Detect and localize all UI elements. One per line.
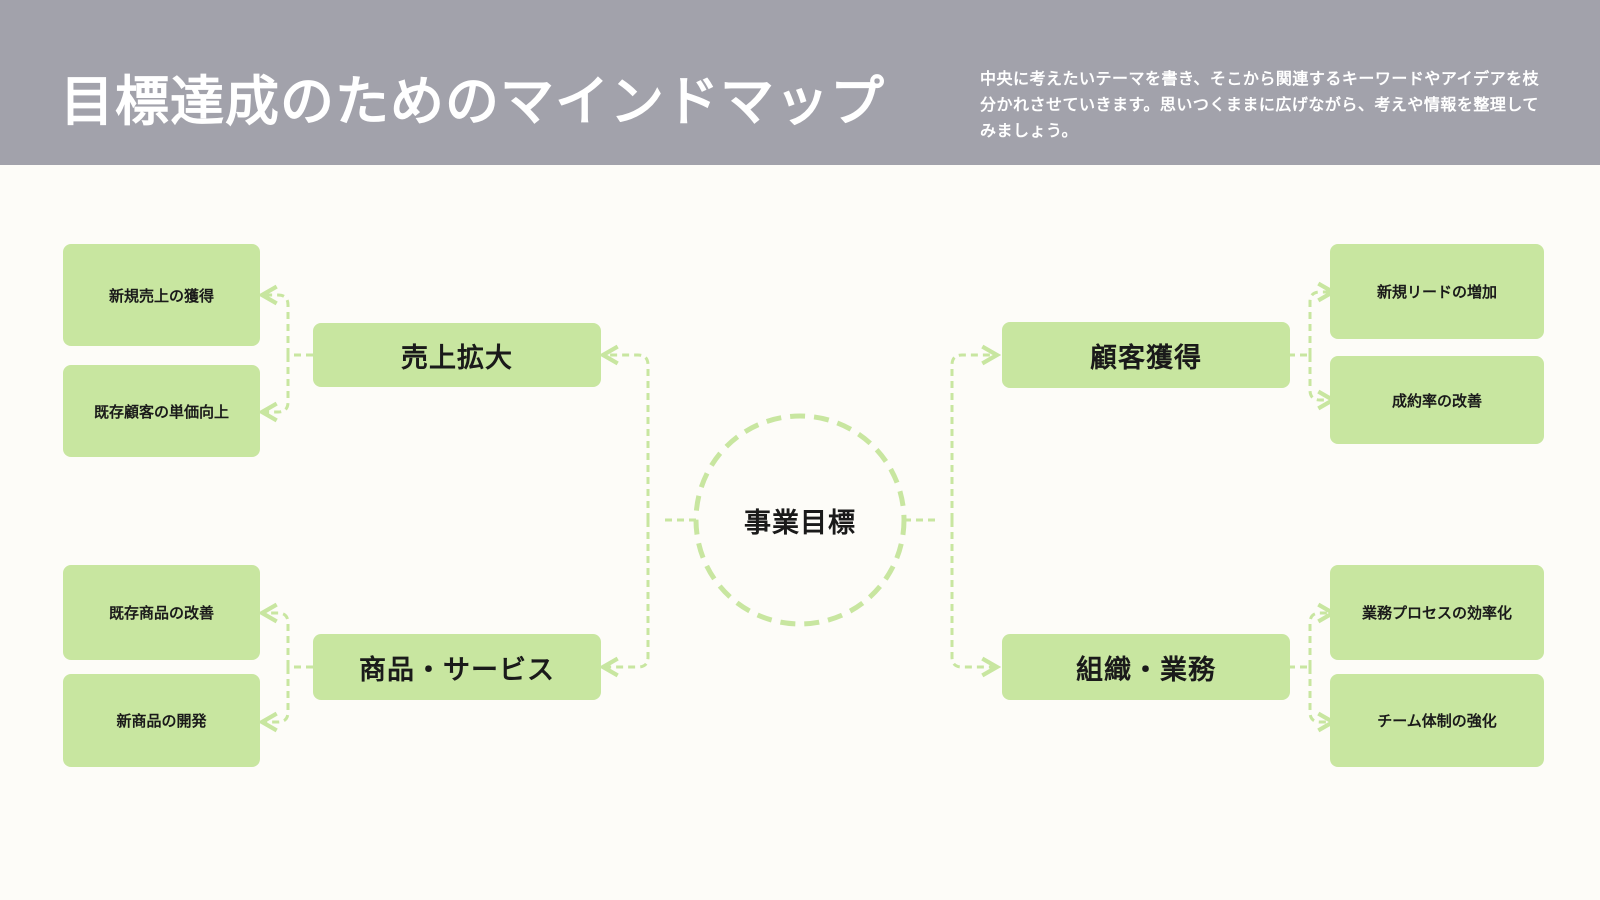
branch-node-products: 商品・サービス	[313, 634, 601, 700]
center-node: 事業目標	[744, 507, 856, 539]
leaf-node-improve-products: 既存商品の改善	[63, 565, 260, 660]
leaf-node-unit-price: 既存顧客の単価向上	[63, 365, 260, 457]
connector-to-new-products	[262, 667, 290, 722]
connector-to-customers	[950, 355, 997, 520]
connector-to-improve-products	[262, 613, 290, 667]
connector-to-conversion	[1308, 355, 1333, 400]
connector-to-sales	[603, 355, 650, 520]
leaf-node-team: チーム体制の強化	[1330, 674, 1544, 767]
connector-to-organization	[950, 520, 997, 667]
connector-to-leads	[1308, 292, 1333, 355]
page-description: 中央に考えたいテーマを書き、そこから関連するキーワードやアイデアを枝分かれさせて…	[980, 69, 1540, 140]
leaf-node-new-sales: 新規売上の獲得	[63, 244, 260, 346]
branch-node-customers: 顧客獲得	[1002, 322, 1290, 388]
connector-to-products	[603, 520, 650, 667]
leaf-node-new-products: 新商品の開発	[63, 674, 260, 767]
branch-node-organization: 組織・業務	[1002, 634, 1290, 700]
leaf-node-conversion: 成約率の改善	[1330, 356, 1544, 444]
branch-node-sales: 売上拡大	[313, 323, 601, 387]
header-banner: 目標達成のためのマインドマップ 中央に考えたいテーマを書き、そこから関連するキー…	[0, 0, 1600, 165]
connector-to-new-sales	[262, 295, 290, 355]
page-title: 目標達成のためのマインドマップ	[60, 70, 885, 133]
leaf-node-leads: 新規リードの増加	[1330, 244, 1544, 339]
leaf-node-process: 業務プロセスの効率化	[1330, 565, 1544, 660]
connector-to-unit-price	[262, 355, 290, 412]
connector-to-process	[1308, 613, 1333, 667]
connector-to-team	[1308, 667, 1333, 722]
